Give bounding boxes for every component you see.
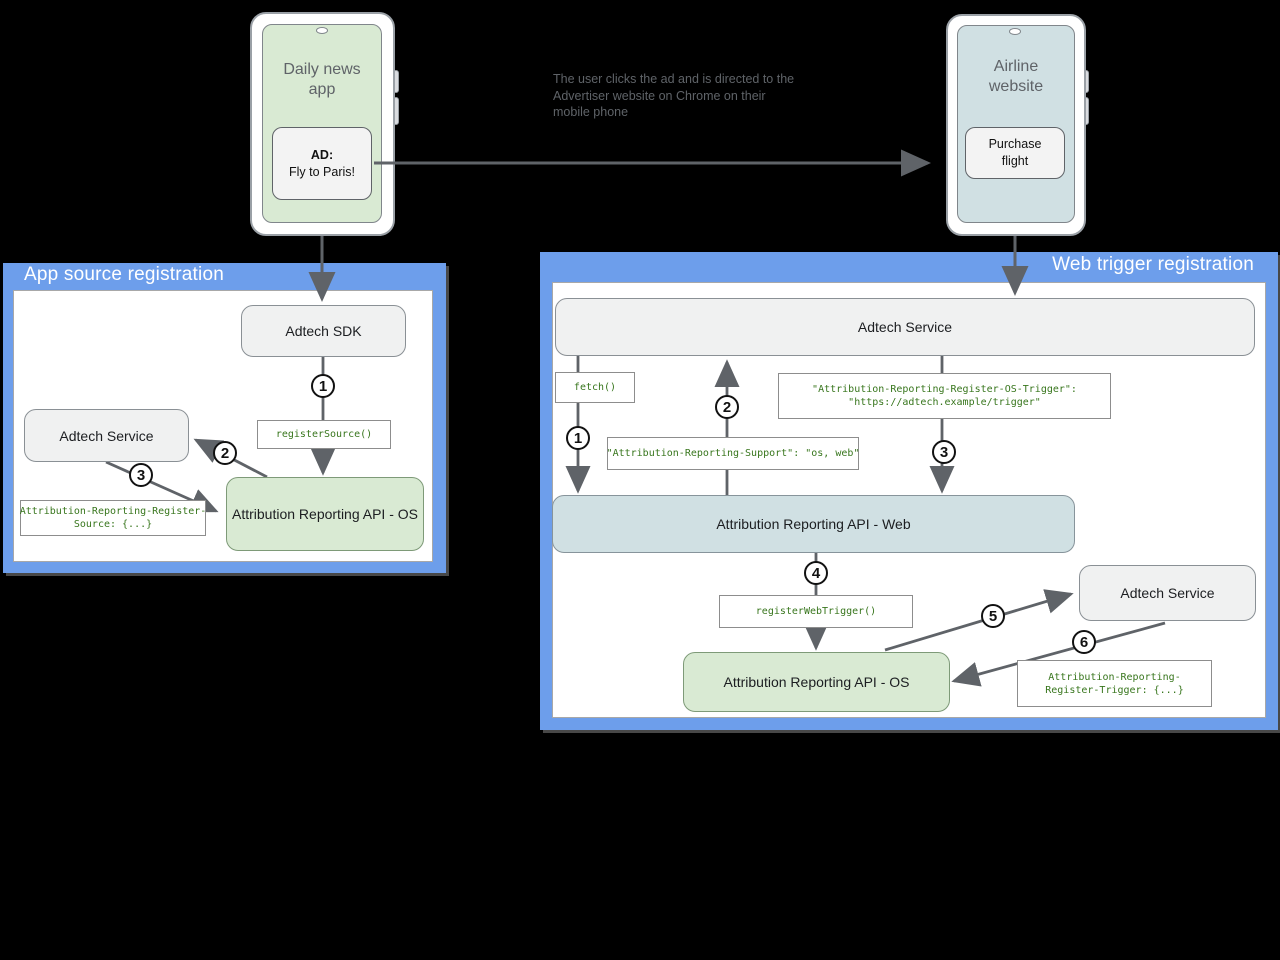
fetch-call-box: fetch() bbox=[555, 372, 635, 403]
attribution-api-os-box-left: Attribution Reporting API - OS bbox=[226, 477, 424, 551]
support-header-box: "Attribution-Reporting-Support": "os, we… bbox=[607, 437, 859, 470]
phone-camera bbox=[316, 27, 328, 34]
ad-text: Fly to Paris! bbox=[289, 164, 355, 179]
code-line: Register-Trigger: {...} bbox=[1045, 684, 1184, 696]
code-line: Attribution-Reporting-Register- bbox=[19, 506, 207, 517]
step-1-badge: 1 bbox=[311, 374, 335, 398]
purchase-flight-button[interactable]: Purchase flight bbox=[965, 127, 1065, 179]
adtech-service-box-left: Adtech Service bbox=[24, 409, 189, 462]
airline-screen bbox=[957, 25, 1075, 223]
os-trigger-header-box: "Attribution-Reporting-Register-OS-Trigg… bbox=[778, 373, 1111, 419]
step-4-badge: 4 bbox=[804, 561, 828, 585]
step-6-badge: 6 bbox=[1072, 630, 1096, 654]
step-3-badge: 3 bbox=[932, 440, 956, 464]
step-2-badge: 2 bbox=[715, 395, 739, 419]
code-line: "https://adtech.example/trigger" bbox=[848, 397, 1041, 408]
news-app-title: Daily news app bbox=[283, 61, 361, 98]
step-2-badge: 2 bbox=[213, 441, 237, 465]
user-click-caption: The user clicks the ad and is directed t… bbox=[553, 72, 795, 119]
register-trigger-header-box: Attribution-Reporting- Register-Trigger:… bbox=[1017, 660, 1212, 707]
purchase-flight-label: Purchase flight bbox=[988, 137, 1042, 168]
step-5-badge: 5 bbox=[981, 604, 1005, 628]
register-web-trigger-call-box: registerWebTrigger() bbox=[719, 595, 913, 628]
register-source-call-box: registerSource() bbox=[257, 420, 391, 449]
web-trigger-panel-title: Web trigger registration bbox=[1052, 254, 1254, 275]
attribution-api-os-box-right: Attribution Reporting API - OS bbox=[683, 652, 950, 712]
adtech-sdk-box: Adtech SDK bbox=[241, 305, 406, 357]
adtech-service-box-top: Adtech Service bbox=[555, 298, 1255, 356]
attribution-api-web-box: Attribution Reporting API - Web bbox=[552, 495, 1075, 553]
adtech-service-box-right: Adtech Service bbox=[1079, 565, 1256, 621]
airline-title: Airline website bbox=[988, 58, 1044, 95]
ad-banner[interactable]: AD: Fly to Paris! bbox=[272, 127, 372, 200]
step-3-badge: 3 bbox=[129, 463, 153, 487]
phone-camera bbox=[1009, 28, 1021, 35]
code-line: "Attribution-Reporting-Register-OS-Trigg… bbox=[812, 384, 1077, 395]
code-line: Attribution-Reporting- bbox=[1048, 671, 1181, 683]
ad-label: AD: bbox=[310, 147, 334, 162]
app-source-panel-title: App source registration bbox=[24, 264, 224, 285]
register-source-header-box: Attribution-Reporting-Register- Source: … bbox=[20, 500, 206, 536]
code-line: Source: {...} bbox=[73, 519, 153, 530]
step-1-badge: 1 bbox=[566, 426, 590, 450]
